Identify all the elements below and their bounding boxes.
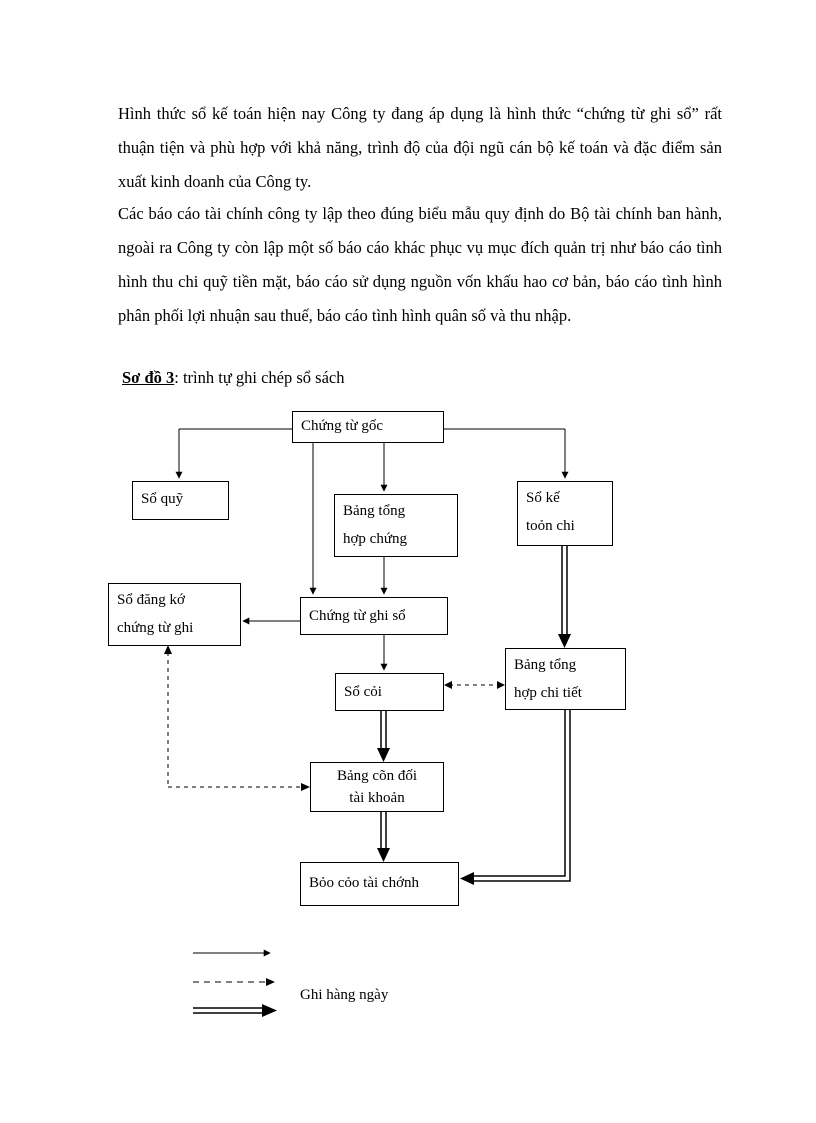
box-bang-tong-hop-chi-tiet-line1: Bảng tổng bbox=[514, 657, 577, 673]
box-chung-tu-goc: Chứng từ gốc bbox=[292, 411, 444, 443]
dashed-arrowhead-left bbox=[444, 681, 452, 689]
double-arrowhead-so-ke-toan bbox=[558, 634, 571, 648]
box-bang-tong-hop-chi-tiet: Bảng tổng hợp chi tiết bbox=[505, 648, 626, 710]
double-arrowhead-so-cai bbox=[377, 748, 390, 762]
box-bang-tong-hop-chung: Bảng tổng hợp chứng bbox=[334, 494, 458, 557]
box-so-cai: Sổ cỏi bbox=[335, 673, 444, 711]
box-bang-can-doi-line1: Bảng cõn đối bbox=[337, 768, 417, 784]
box-so-dang-ky-line1: Sổ đăng kớ bbox=[117, 592, 185, 608]
box-so-quy-text: Sổ quỹ bbox=[141, 491, 184, 507]
box-so-quy: Sổ quỹ bbox=[132, 481, 229, 520]
dashed-arrowhead-right bbox=[497, 681, 505, 689]
box-so-dang-ky-line2: chứng từ ghi bbox=[117, 620, 194, 636]
box-chung-tu-goc-text: Chứng từ gốc bbox=[301, 418, 384, 434]
box-bang-tong-hop-chung-line1: Bảng tổng bbox=[343, 503, 406, 519]
box-bang-can-doi: Bảng cõn đối tài khoản bbox=[310, 762, 444, 812]
dashed-arrowhead-up bbox=[164, 645, 172, 654]
diagram-caption: Sơ đồ 3: trình tự ghi chép sổ sách bbox=[122, 367, 345, 389]
box-so-ke-toan-chi-line2: toỏn chi bbox=[526, 518, 575, 534]
double-arrow-chi-tiet-a bbox=[474, 710, 566, 877]
box-chung-tu-ghi-so-text: Chứng từ ghi sổ bbox=[309, 608, 406, 624]
paragraph-1: Hình thức sổ kế toán hiện nay Công ty đa… bbox=[118, 104, 722, 191]
paragraph-2: Các báo cáo tài chính công ty lập theo đ… bbox=[118, 204, 722, 325]
box-so-cai-text: Sổ cỏi bbox=[344, 684, 382, 700]
box-chung-tu-ghi-so: Chứng từ ghi sổ bbox=[300, 597, 448, 635]
box-bang-tong-hop-chi-tiet-line2: hợp chi tiết bbox=[514, 685, 582, 701]
box-bao-cao-tai-chinh-text: Bỏo cỏo tài chớnh bbox=[309, 875, 419, 891]
box-so-ke-toan-chi: Sổ kế toỏn chi bbox=[517, 481, 613, 546]
legend-dashed-arrowhead bbox=[266, 978, 275, 986]
caption-text: : trình tự ghi chép sổ sách bbox=[174, 368, 345, 387]
caption-label: Sơ đồ 3 bbox=[122, 368, 175, 387]
dashed-arrowhead-can-doi bbox=[301, 783, 310, 791]
legend-label: Ghi hàng ngày bbox=[300, 987, 389, 1003]
legend-double-arrowhead bbox=[262, 1004, 277, 1017]
box-bao-cao-tai-chinh: Bỏo cỏo tài chớnh bbox=[300, 862, 459, 906]
double-arrowhead-can-doi bbox=[377, 848, 390, 862]
box-so-ke-toan-chi-line1: Sổ kế bbox=[526, 490, 560, 506]
box-bang-can-doi-line2: tài khoản bbox=[349, 790, 405, 806]
double-arrow-chi-tiet-b bbox=[474, 710, 571, 882]
box-bang-tong-hop-chung-line2: hợp chứng bbox=[343, 531, 407, 547]
double-arrowhead-chi-tiet bbox=[460, 872, 474, 885]
box-so-dang-ky: Sổ đăng kớ chứng từ ghi bbox=[108, 583, 241, 646]
